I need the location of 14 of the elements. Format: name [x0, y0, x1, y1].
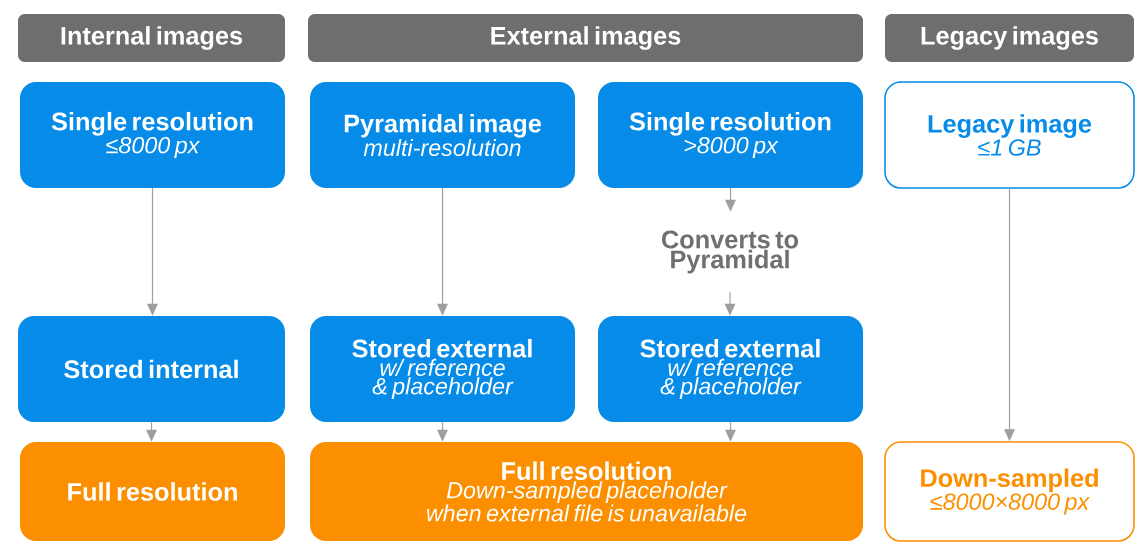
result-box: Full resolution	[20, 442, 285, 541]
step-label: Converts to Pyramidal	[662, 230, 799, 274]
storage-box: Stored external w/ reference & placeholder	[598, 316, 863, 422]
result-box: Down-sampled ≤8000×8000 px	[884, 441, 1135, 542]
section-header: External images	[308, 14, 863, 62]
storage-box: Stored internal	[18, 316, 285, 422]
section-header: Internal images	[18, 14, 285, 62]
image-type-box: Single resolution >8000 px	[598, 82, 863, 188]
image-type-box: Legacy image ≤1 GB	[884, 81, 1135, 189]
storage-box: Stored external w/ reference & placeholder	[310, 316, 575, 422]
image-type-box: Single resolution ≤8000 px	[20, 82, 285, 188]
result-box: Full resolution Down-sampled placeholder when external file is unavailable	[310, 442, 863, 541]
section-header: Legacy images	[885, 14, 1134, 62]
image-type-box: Pyramidal image multi-resolution	[310, 82, 575, 188]
